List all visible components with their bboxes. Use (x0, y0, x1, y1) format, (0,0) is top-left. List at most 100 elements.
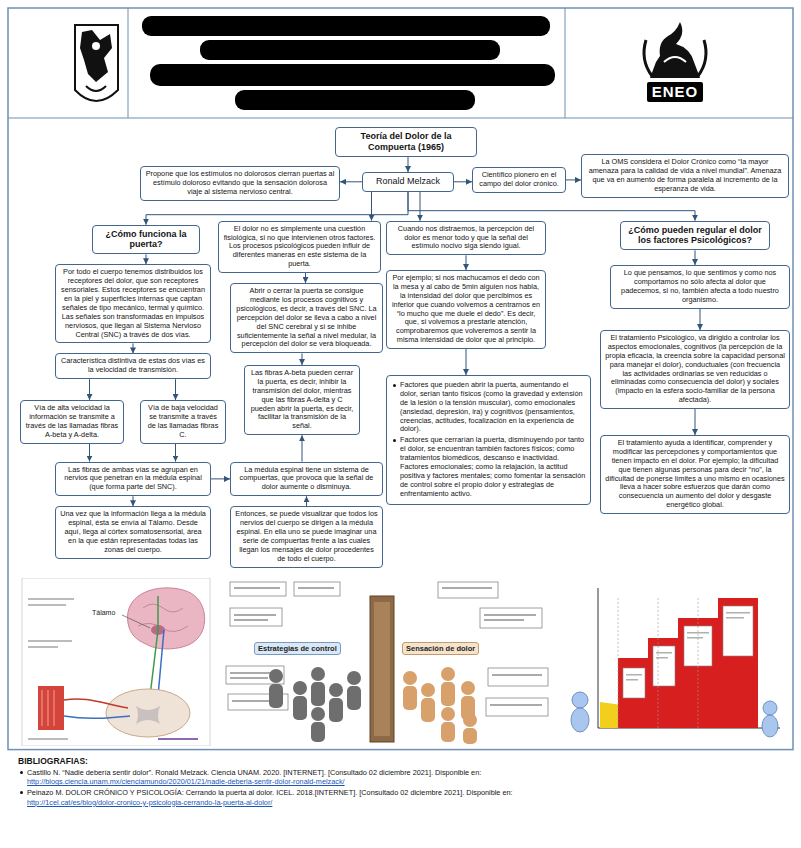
part-label: Sensación de dolor (402, 642, 479, 655)
pain-stairs-chart-part (618, 598, 698, 728)
connector-arrow (420, 192, 421, 221)
box-text: El dolor no es simplemente una cuestión … (223, 225, 376, 269)
gate-cartoon-illustration-part (218, 578, 555, 746)
connector-arrow (695, 250, 696, 265)
concept-box: Característica distintiva de estas dos v… (55, 353, 211, 379)
pain-stairs-chart-part-part (626, 679, 638, 681)
gate-cartoon-illustration-part-part (311, 707, 325, 721)
box-text: El tratamiento ayuda a identificar, comp… (605, 439, 785, 510)
bibliography-heading: BIBLIOGRAFIAS: (18, 756, 783, 767)
bullet-list-box: Factores que pueden abrir la puerta, aum… (386, 375, 591, 505)
spinal-pathway-illustration-part (28, 646, 58, 648)
question-box: ¿Cómo funciona la puerta? (92, 225, 200, 255)
connector-arrow (695, 409, 696, 435)
concept-box: Una vez que la información llega a la mé… (55, 506, 211, 558)
box-text: Vía de baja velocidad se transmite a tra… (145, 404, 221, 440)
pain-stairs-chart-part-part (762, 715, 778, 737)
pain-stairs-chart-part-part (687, 632, 709, 634)
gate-cartoon-illustration-part-part (441, 722, 455, 742)
person-box: Ronald Melzack (362, 172, 454, 192)
connector-arrow (133, 496, 134, 506)
spinal-pathway-illustration-part (150, 596, 158, 696)
pain-stairs-chart-part (618, 598, 758, 728)
concept-box: Vía de alta velocidad la información se … (20, 400, 124, 444)
part-label: Tálamo (90, 609, 117, 616)
eneo-logo-part (664, 57, 686, 62)
redacted-header-part (150, 64, 555, 86)
box-text: Vía de alta velocidad la información se … (25, 404, 119, 440)
bullet-dot (393, 439, 396, 442)
connector-arrow (305, 273, 306, 283)
connector-arrow (89, 379, 90, 400)
gate-cartoon-illustration-part-part (311, 682, 325, 706)
box-text: Teoría del Dolor de la Compuerta (1965) (340, 131, 472, 153)
spinal-pathway-illustration-part (28, 738, 68, 740)
gate-cartoon-illustration-part-part (347, 671, 361, 685)
header-divider (565, 8, 566, 118)
gate-cartoon-illustration-part-part (234, 619, 268, 621)
gate-cartoon-illustration-part (374, 602, 390, 736)
box-text: Las fibras A-beta pueden cerrar la puert… (249, 369, 355, 431)
redacted-header-part (200, 40, 500, 60)
gate-cartoon-illustration-part-part (461, 681, 475, 695)
gate-cartoon-illustration-part-part (234, 587, 280, 589)
concept-box: La médula espinal tiene un sistema de co… (230, 462, 383, 497)
gate-cartoon-illustration-part-part (480, 608, 542, 628)
pain-stairs-chart-part-part (571, 708, 589, 732)
pain-stairs-chart-part-part (626, 674, 642, 676)
pain-stairs-chart-part-part (572, 692, 588, 708)
box-text: Cuando nos distraemos, la percepción del… (391, 225, 541, 252)
eneo-logo-part (698, 40, 706, 76)
gate-cartoon-illustration-part-part (329, 698, 343, 722)
pain-stairs-chart-part-part (723, 606, 753, 656)
spinal-pathway-illustration-part (38, 686, 64, 730)
box-text: Ronald Melzack (367, 176, 449, 188)
connector-arrow (302, 353, 303, 365)
gate-cartoon-illustration-part-part (298, 587, 334, 589)
part-label: Estrategias de control (254, 642, 341, 655)
box-text: La médula espinal tiene un sistema de co… (235, 466, 378, 493)
connector-arrow (306, 496, 307, 506)
gate-cartoon-illustration-part-part (441, 707, 455, 721)
pain-stairs-chart-part-part (623, 668, 645, 698)
box-text: Científico pionero en el campo del dolor… (477, 171, 561, 189)
connector-arrow (175, 379, 176, 400)
gate-cartoon-illustration-part-part (311, 667, 325, 681)
gate-cartoon-illustration-part-part (230, 677, 268, 679)
concept-box: Propone que los estímulos no dolorosos c… (140, 166, 340, 201)
box-text: Por ejemplo; si nos machucamos el dedo c… (391, 274, 541, 345)
gate-cartoon-illustration-part-part (403, 686, 417, 710)
pain-stairs-chart-part-part (726, 617, 744, 619)
gate-cartoon-illustration-part (403, 667, 477, 744)
pain-stairs-chart-part-part (726, 612, 750, 614)
box-text: El tratamiento Psicológico, va dirigido … (605, 334, 785, 405)
logo-wordmark: ENEO (647, 82, 703, 102)
pain-stairs-chart-part (560, 578, 788, 746)
bullet-dot (393, 384, 396, 387)
spinal-pathway-illustration-part (158, 738, 198, 740)
gate-cartoon-illustration-part-part (269, 684, 283, 708)
concept-box: El tratamiento ayuda a identificar, comp… (600, 435, 790, 514)
spinal-pathway-illustration-part (106, 689, 190, 737)
bibliography: BIBLIOGRAFIAS:Castillo N. “Nadie debería… (18, 756, 783, 809)
box-text: La OMS considera el Dolor Crónico como “… (586, 158, 784, 194)
connector-arrow (133, 343, 134, 353)
question-box: ¿Cómo pueden regular el dolor los factor… (620, 221, 770, 251)
gate-cartoon-illustration-part-part (441, 682, 455, 706)
illustrations (18, 578, 788, 746)
pain-stairs-chart-part (623, 606, 753, 698)
spinal-pathway-illustration-part (64, 716, 130, 718)
gate-cartoon-illustration-part (269, 667, 361, 742)
box-text: Entonces, se puede visualizar que todos … (235, 510, 378, 563)
connector-arrow (466, 349, 467, 375)
connector-arrow (408, 157, 409, 172)
gate-cartoon-illustration-part-part (463, 728, 477, 744)
concept-box: Lo que pensamos, lo que sentimos y como … (610, 265, 790, 309)
eneo-logo-part (650, 22, 700, 78)
bullet-dot (20, 771, 23, 774)
box-text: Por todo el cuerpo tenemos distribuidos … (60, 268, 206, 339)
pain-stairs-chart-part (598, 588, 599, 728)
illustration-strip: TálamoEstrategias de control Sensación de… (18, 578, 788, 746)
gate-cartoon-illustration-part-part (311, 722, 325, 742)
concept-box: El dolor no es simplemente una cuestión … (218, 221, 381, 273)
